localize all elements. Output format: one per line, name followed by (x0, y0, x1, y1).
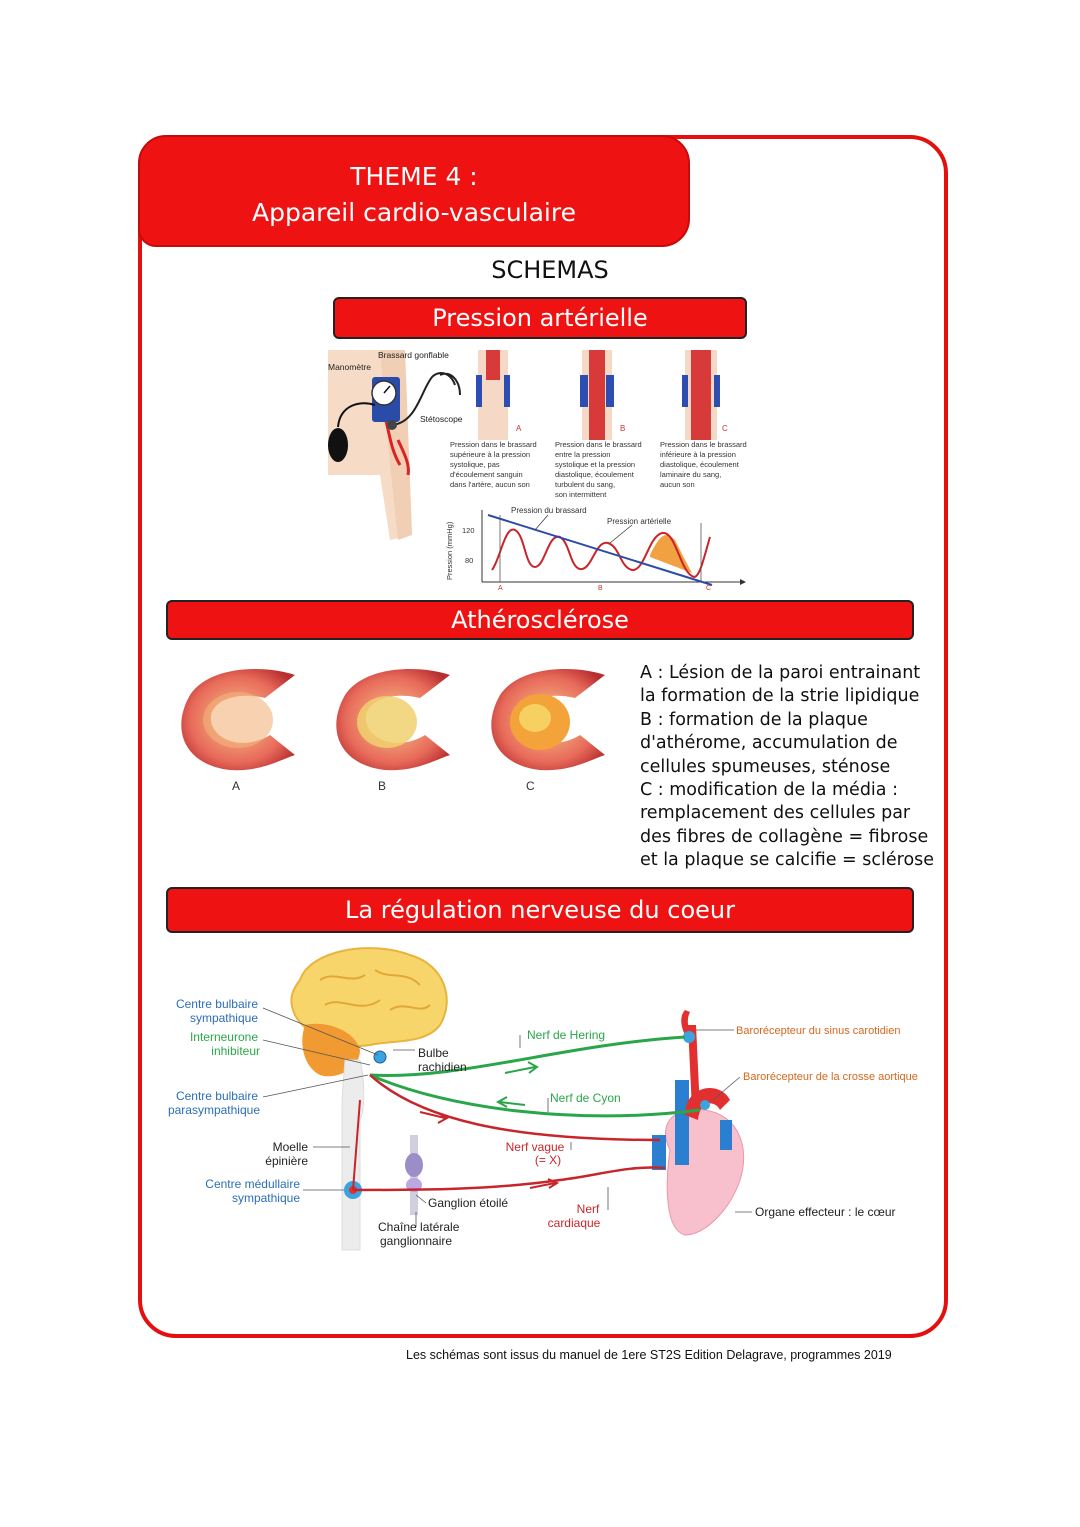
artery-stage-c (491, 669, 605, 771)
manometre-label: Manomètre (328, 362, 371, 372)
barorecepteur-crosse-label: Barorécepteur de la crosse aortique (743, 1071, 918, 1083)
pression-brassard-label: Pression du brassard (511, 506, 587, 515)
barorecepteur-sinus-node (683, 1031, 695, 1043)
section-regulation-nerveuse: La régulation nerveuse du coeur (166, 887, 914, 933)
svg-text:rachidien: rachidien (418, 1060, 467, 1074)
stethoscope-label: Stétoscope (420, 414, 463, 424)
pressure-curve-arterial (491, 528, 711, 579)
artery-c (682, 350, 720, 440)
centre-medullaire-sympathique-label: Centre médullaire (205, 1177, 300, 1191)
pressure-graph: Pression (mmHg) 120 80 Pression du brass… (445, 506, 746, 592)
svg-text:diastolique, écoulement: diastolique, écoulement (660, 460, 740, 469)
svg-text:(= X): (= X) (535, 1153, 561, 1167)
svg-text:laminaire du sang,: laminaire du sang, (660, 470, 721, 479)
heart-illustration (652, 1010, 745, 1236)
section-pression-arterielle: Pression artérielle (333, 297, 747, 339)
svg-text:Pression dans le brassard: Pression dans le brassard (555, 440, 642, 449)
svg-text:diastolique, écoulement: diastolique, écoulement (555, 470, 635, 479)
caption-c: Pression dans le brassard inférieure à l… (660, 440, 747, 489)
nerf-hering-path (369, 1035, 686, 1077)
brain-illustration (290, 947, 448, 1047)
caption-b: Pression dans le brassard entre la press… (555, 440, 642, 499)
graph-ylabel: Pression (mmHg) (445, 521, 454, 580)
svg-text:d'écoulement sanguin: d'écoulement sanguin (450, 470, 523, 479)
nerf-cyon-path (369, 1073, 701, 1118)
svg-text:aucun son: aucun son (660, 480, 695, 489)
centre-bulbaire-node (373, 1050, 387, 1064)
barorecepteur-sinus-label: Barorécepteur du sinus carotidien (736, 1025, 900, 1037)
artery-stage-b (336, 669, 450, 771)
interneurone-inhibiteur-label: Interneurone (190, 1030, 258, 1044)
theme-title: Appareil cardio-vasculaire (252, 198, 576, 227)
svg-text:dans l'artère, aucun son: dans l'artère, aucun son (450, 480, 530, 489)
organe-effecteur-label: Organe effecteur : le cœur (755, 1205, 896, 1219)
barorecepteur-crosse-node (700, 1100, 710, 1110)
tick-120: 120 (462, 526, 475, 535)
centre-bulbaire-parasympathique-label: Centre bulbaire (176, 1089, 258, 1103)
section-atherosclerose: Athérosclérose (166, 600, 914, 640)
artery-letter-c: C (722, 424, 728, 433)
athero-label-a: A (232, 779, 240, 793)
svg-text:sympathique: sympathique (190, 1011, 258, 1025)
spinal-cord (341, 1059, 365, 1251)
svg-text:parasympathique: parasympathique (168, 1103, 260, 1117)
schemas-title: SCHEMAS (491, 256, 609, 284)
svg-text:C: C (706, 585, 711, 592)
svg-text:supérieure à la pression: supérieure à la pression (450, 450, 530, 459)
chaine-laterale-label: Chaîne latérale (378, 1220, 460, 1234)
source-footer: Les schémas sont issus du manuel de 1ere… (406, 1348, 892, 1362)
theme-number: THEME 4 : (350, 162, 478, 191)
brassard-label: Brassard gonflable (378, 350, 449, 360)
caption-a: Pression dans le brassard supérieure à l… (450, 440, 537, 489)
stethoscope (391, 372, 461, 426)
nerf-cardiaque-path (352, 1166, 666, 1192)
sympathetic-chain (405, 1135, 423, 1215)
svg-text:A: A (498, 585, 503, 592)
centre-bulbaire-sympathique-label: Centre bulbaire (176, 997, 258, 1011)
svg-text:inférieure à la pression: inférieure à la pression (660, 450, 736, 459)
svg-text:B: B (598, 585, 603, 592)
nerf-cardiaque-label: Nerf (577, 1202, 600, 1216)
svg-text:son intermittent: son intermittent (555, 490, 607, 499)
nerf-vague-label: Nerf vague (506, 1140, 565, 1154)
pressure-line-cuff (487, 514, 713, 586)
artery-stage-a (181, 669, 295, 771)
regulation-nerveuse-figure: Centre bulbaire sympathique Centre bulba… (168, 947, 918, 1251)
pression-arterielle-label: Pression artérielle (607, 517, 672, 526)
moelle-epiniere-label: Moelle (273, 1140, 309, 1154)
svg-text:cardiaque: cardiaque (548, 1216, 601, 1230)
artery-letter-a: A (516, 424, 522, 433)
nerf-cyon-label: Nerf de Cyon (550, 1091, 621, 1105)
atherosclerose-figure: A B C (181, 669, 605, 793)
athero-label-b: B (378, 779, 386, 793)
svg-text:Pression dans le brassard: Pression dans le brassard (450, 440, 537, 449)
svg-text:sympathique: sympathique (232, 1191, 300, 1205)
svg-text:inhibiteur: inhibiteur (211, 1044, 260, 1058)
svg-text:Pression dans le brassard: Pression dans le brassard (660, 440, 747, 449)
svg-text:systolique et la pression: systolique et la pression (555, 460, 635, 469)
artery-letter-b: B (620, 424, 625, 433)
svg-text:épinière: épinière (265, 1154, 308, 1168)
nerf-hering-label: Nerf de Hering (527, 1028, 605, 1042)
inflation-bulb (328, 428, 348, 462)
tick-80: 80 (465, 556, 473, 565)
artery-b (580, 350, 614, 440)
bulbe-rachidien-label: Bulbe (418, 1046, 449, 1060)
svg-text:turbulent du sang,: turbulent du sang, (555, 480, 615, 489)
svg-text:systolique, pas: systolique, pas (450, 460, 500, 469)
athero-label-c: C (526, 779, 535, 793)
artery-a (476, 350, 510, 440)
nerf-vague-path (369, 1074, 661, 1142)
ganglion-etoile-label: Ganglion étoilé (428, 1196, 508, 1210)
pression-arterielle-figure: Manomètre Brassard gonflable Stétoscope … (328, 350, 747, 592)
svg-text:ganglionnaire: ganglionnaire (380, 1234, 452, 1248)
atherosclerose-description: A : Lésion de la paroi entrainant la for… (640, 663, 935, 871)
svg-text:entre la pression: entre la pression (555, 450, 610, 459)
theme-header: THEME 4 : Appareil cardio-vasculaire (138, 135, 690, 247)
